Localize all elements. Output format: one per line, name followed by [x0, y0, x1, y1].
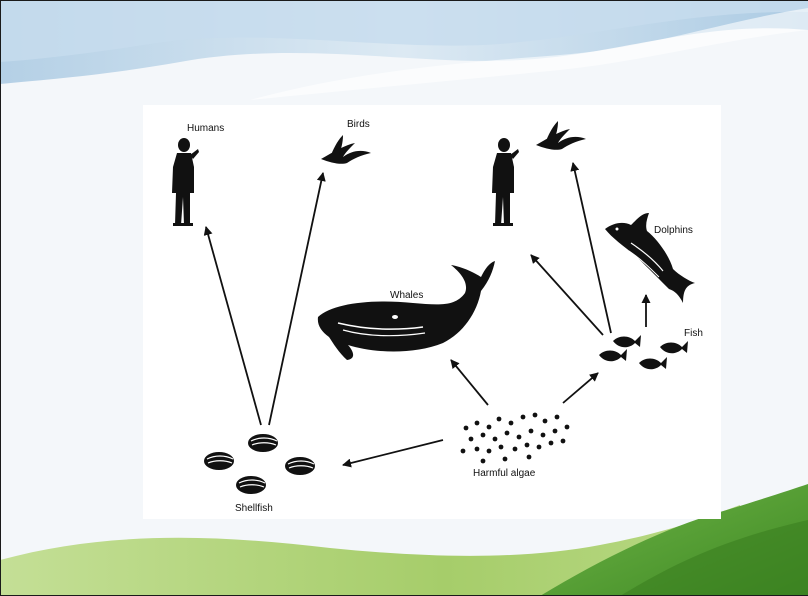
arrow-shellfish-to-birds	[269, 173, 323, 425]
label-birds: Birds	[347, 119, 370, 130]
arrow-algae-to-fish	[563, 373, 598, 403]
whale-silhouette-icon	[318, 261, 495, 360]
bird-silhouette-icon	[321, 135, 371, 164]
algae-dots-icon	[461, 413, 570, 464]
label-shellfish: Shellfish	[235, 503, 273, 514]
arrow-algae-to-whales	[451, 360, 488, 405]
label-fish: Fish	[684, 328, 703, 339]
label-humans: Humans	[187, 123, 224, 134]
arrow-shellfish-to-humans	[206, 227, 261, 425]
label-dolphins: Dolphins	[654, 225, 693, 236]
shellfish-icon	[204, 434, 315, 494]
fish-school-icon	[599, 335, 688, 369]
label-whales: Whales	[390, 290, 423, 301]
human-silhouette-icon	[492, 138, 519, 226]
human-silhouette-icon	[172, 138, 199, 226]
label-harmful-algae: Harmful algae	[473, 468, 536, 479]
bird-silhouette-icon	[536, 121, 586, 150]
arrow-fish-to-humans	[531, 255, 603, 335]
arrow-algae-to-shellfish	[343, 440, 443, 465]
food-web-diagram: Humans Birds Whales Dolphins Fish Shellf…	[143, 105, 721, 519]
